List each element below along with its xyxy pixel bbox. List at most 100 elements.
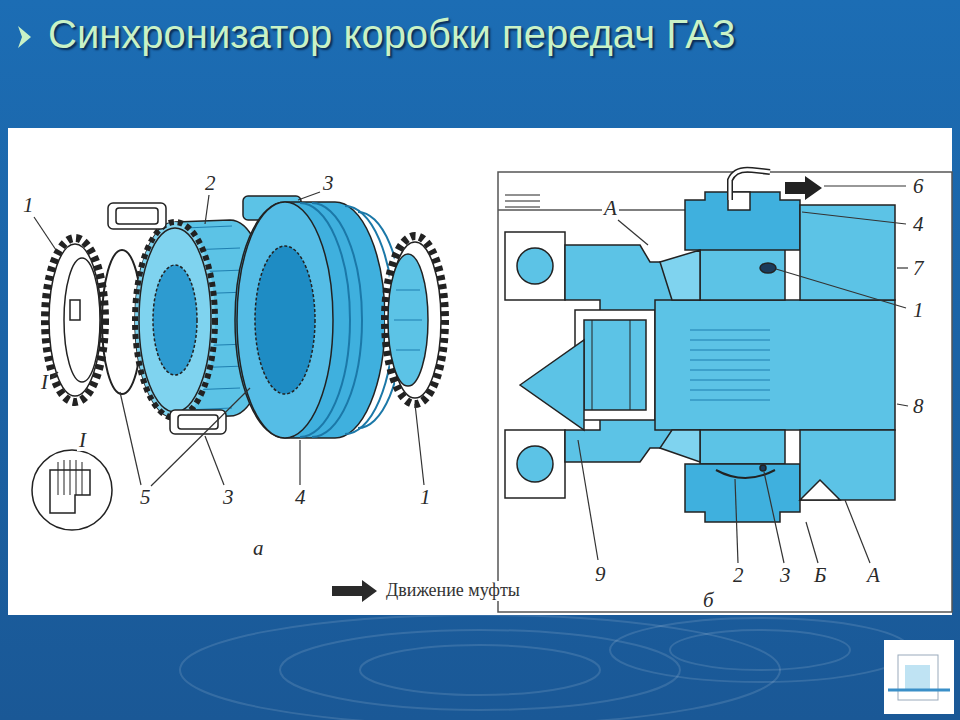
leader-lines	[764, 472, 784, 563]
cross-section	[800, 430, 895, 500]
cross-section	[517, 248, 553, 284]
white-panel	[8, 128, 952, 615]
leader-lines	[578, 186, 908, 563]
cross-section	[660, 430, 700, 462]
leader-lines	[735, 479, 738, 563]
cross-section	[520, 340, 584, 430]
detail-marker: I	[77, 430, 88, 451]
view-letter: б	[701, 590, 716, 611]
exploded-view	[116, 208, 158, 224]
leader-lines	[151, 388, 250, 486]
callout-number: 2	[203, 173, 218, 194]
cross-section	[690, 380, 770, 381]
zone-letter: Б	[812, 565, 828, 586]
slide-background	[180, 615, 780, 720]
cross-section	[716, 470, 775, 478]
cross-section	[700, 430, 785, 464]
callout-number: 8	[911, 396, 926, 417]
leader-lines	[298, 192, 320, 200]
exploded-view	[64, 460, 65, 495]
leader-lines	[52, 372, 58, 378]
cross-section	[505, 207, 540, 208]
cross-section	[660, 250, 700, 300]
slide-background	[18, 26, 31, 48]
cross-section	[690, 400, 770, 401]
thumbnail	[888, 689, 950, 692]
callout-number: 5	[138, 487, 153, 508]
exploded-view	[58, 462, 59, 495]
leader-lines	[897, 267, 908, 268]
callout-number: 1	[21, 195, 36, 216]
cross-section	[630, 320, 631, 410]
exploded-view	[32, 196, 445, 530]
exploded-view	[394, 290, 422, 350]
exploded-view	[45, 238, 105, 402]
cross-section	[690, 340, 770, 341]
cross-section	[800, 205, 895, 300]
leader-lines	[897, 404, 908, 406]
slide-background	[670, 630, 850, 670]
callout-number: 7	[911, 258, 926, 279]
exploded-view	[70, 460, 71, 495]
exploded-view	[388, 254, 428, 386]
motion-arrow	[332, 580, 377, 602]
exploded-view	[255, 246, 315, 394]
cross-section	[730, 170, 770, 200]
exploded-view	[58, 460, 82, 495]
callout-number: 9	[593, 564, 608, 585]
slide-background	[280, 630, 680, 710]
cross-section	[505, 195, 540, 207]
exploded-view	[385, 236, 445, 404]
leader-lines	[845, 500, 870, 563]
cross-section	[592, 320, 593, 410]
exploded-view	[153, 265, 197, 375]
exploded-view	[394, 320, 422, 321]
exploded-view	[170, 410, 226, 434]
exploded-view	[235, 202, 385, 438]
exploded-view	[237, 202, 333, 438]
slide-title: Синхронизатор коробки передач ГАЗ	[48, 10, 736, 58]
exploded-view	[396, 350, 420, 351]
motion-arrow	[332, 580, 377, 602]
leader-lines	[34, 192, 424, 486]
leader-lines	[120, 392, 141, 485]
zone-letter: А	[865, 565, 882, 586]
callout-number: 1	[911, 300, 926, 321]
callout-number: 3	[321, 173, 336, 194]
cross-section	[505, 430, 565, 498]
detail-marker: I	[39, 372, 50, 393]
thumbnail	[884, 640, 954, 714]
exploded-view	[178, 415, 218, 429]
zone-letter: А	[602, 198, 619, 219]
thumbnail	[898, 655, 938, 700]
exploded-view	[70, 300, 80, 320]
exploded-view	[139, 228, 211, 412]
callout-number: 6	[911, 176, 926, 197]
leader-lines	[34, 217, 56, 250]
cross-section	[505, 201, 540, 202]
cross-section	[517, 446, 553, 482]
cross-section	[505, 232, 565, 300]
slide-background	[180, 615, 910, 720]
leader-lines	[578, 440, 598, 560]
leader-lines	[205, 195, 209, 224]
callout-number: 2	[731, 565, 746, 586]
cross-section	[690, 360, 770, 361]
exploded-view	[108, 203, 166, 229]
cross-section	[498, 209, 700, 211]
white-panel	[8, 128, 952, 615]
slide-background	[360, 645, 600, 695]
cross-section	[690, 350, 770, 351]
cross-section	[690, 330, 770, 331]
cross-section	[505, 195, 540, 196]
cross-section	[800, 480, 840, 500]
thumbnail	[905, 665, 930, 690]
cross-section	[760, 263, 776, 273]
callout-number: 3	[221, 487, 236, 508]
exploded-view	[135, 222, 215, 418]
leader-lines	[618, 220, 648, 245]
